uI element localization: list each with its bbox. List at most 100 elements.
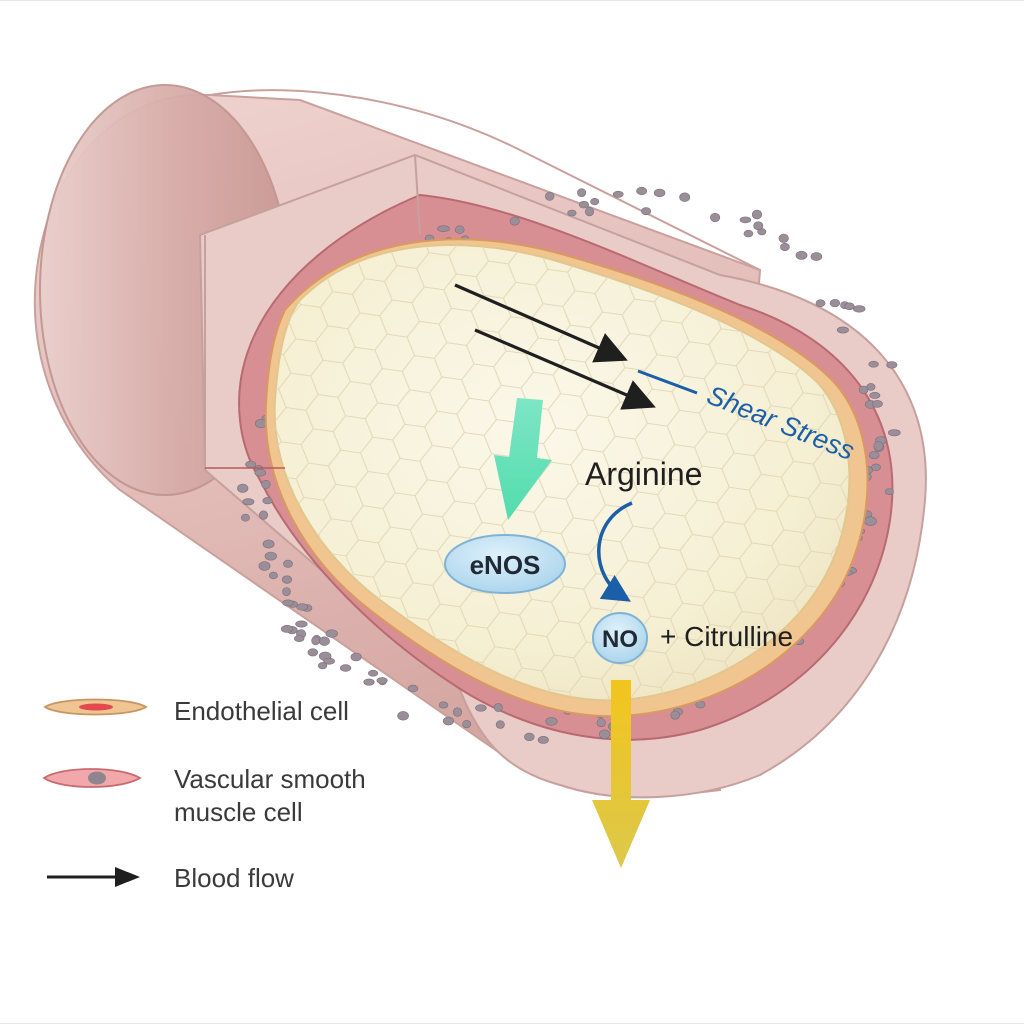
muscle-nucleus: [454, 225, 465, 234]
muscle-nucleus: [363, 678, 375, 686]
muscle-nucleus: [743, 229, 754, 238]
muscle-nucleus: [376, 677, 388, 684]
muscle-nucleus: [475, 704, 487, 712]
blood-flow-arrow-1: [454, 283, 628, 363]
no-diffusion-arrow: [592, 680, 650, 868]
muscle-nucleus: [509, 216, 520, 226]
muscle-nucleus: [462, 720, 472, 729]
legend-item-smooth-muscle: Vascular smooth muscle cell: [42, 764, 366, 827]
muscle-nucleus: [307, 648, 318, 657]
enos-node: eNOS: [444, 534, 566, 594]
muscle-nucleus: [829, 299, 841, 308]
muscle-nucleus: [237, 483, 249, 493]
muscle-nucleus: [437, 225, 450, 232]
muscle-nucleus: [868, 360, 879, 368]
muscle-nucleus: [282, 587, 291, 596]
muscle-nucleus: [598, 729, 611, 740]
muscle-nucleus: [242, 498, 255, 506]
muscle-nucleus: [258, 561, 271, 571]
muscle-nucleus: [636, 186, 648, 196]
muscle-nucleus: [452, 707, 462, 717]
muscle-nucleus: [612, 190, 624, 198]
enos-activation-arrow: [494, 398, 552, 520]
conversion-arrow: [597, 501, 633, 602]
legend-endothelial-text: Endothelial cell: [174, 696, 349, 726]
muscle-nucleus: [858, 385, 869, 394]
vessel-cross-section: [198, 153, 927, 799]
muscle-nucleus: [296, 603, 309, 611]
legend-item-blood-flow: Blood flow: [47, 863, 294, 893]
muscle-nucleus: [407, 684, 419, 693]
no-node: NO: [592, 612, 648, 664]
muscle-nucleus: [311, 636, 320, 646]
muscle-nucleus: [281, 575, 293, 584]
muscle-nucleus: [283, 559, 293, 568]
muscle-nucleus: [268, 571, 278, 580]
muscle-nucleus: [318, 662, 328, 670]
muscle-nucleus: [544, 191, 555, 201]
muscle-nucleus: [836, 326, 849, 334]
muscle-nucleus: [815, 299, 826, 308]
muscle-nucleus: [325, 629, 338, 638]
muscle-nucleus: [887, 429, 901, 437]
muscle-nucleus: [871, 400, 883, 408]
muscle-nucleus: [871, 463, 881, 471]
muscle-nucleus: [537, 736, 549, 744]
legend: Endothelial cell Vascular smooth muscle …: [42, 696, 366, 893]
muscle-nucleus: [524, 732, 535, 742]
muscle-nucleus: [852, 305, 866, 313]
legend-item-endothelial: Endothelial cell: [43, 696, 349, 726]
no-label: NO: [602, 626, 638, 653]
muscle-nucleus: [578, 201, 590, 209]
muscle-nucleus: [590, 198, 600, 206]
muscle-nucleus: [810, 252, 823, 261]
muscle-nucleus: [281, 625, 294, 633]
muscle-nucleus: [886, 361, 898, 369]
muscle-nucleus: [261, 479, 271, 489]
muscle-nucleus: [493, 703, 503, 712]
muscle-nucleus: [584, 207, 594, 217]
muscle-nucleus: [323, 657, 335, 665]
muscle-nucleus: [869, 391, 881, 399]
muscle-nucleus: [545, 717, 558, 726]
muscle-nucleus: [262, 497, 273, 505]
muscle-nucleus: [442, 716, 454, 726]
muscle-nucleus: [795, 250, 808, 260]
muscle-nucleus: [397, 711, 409, 721]
muscle-nucleus: [780, 243, 790, 252]
muscle-nucleus: [245, 460, 257, 469]
muscle-nucleus: [295, 620, 308, 628]
muscle-nucleus: [438, 701, 449, 709]
muscle-nucleus: [751, 209, 763, 220]
muscle-nucleus: [596, 718, 606, 728]
muscle-nucleus: [844, 302, 855, 311]
muscle-nucleus: [868, 451, 880, 460]
arginine-label: Arginine: [585, 456, 702, 492]
legend-blood-flow-text: Blood flow: [174, 863, 294, 893]
muscle-nucleus: [709, 213, 721, 223]
shear-stress-line: [637, 369, 698, 395]
muscle-nucleus: [778, 233, 789, 243]
legend-smooth-muscle-text-1: Vascular smooth: [174, 764, 366, 794]
muscle-nucleus: [679, 192, 691, 202]
muscle-nucleus: [864, 516, 877, 527]
muscle-nucleus: [653, 188, 666, 198]
muscle-nucleus: [753, 221, 764, 231]
blood-flow-arrows: [454, 283, 656, 410]
muscle-nucleus: [340, 664, 352, 672]
muscle-nucleus: [262, 539, 275, 549]
muscle-nucleus: [264, 551, 277, 561]
muscle-nucleus: [739, 216, 752, 224]
muscle-nucleus: [294, 635, 305, 642]
blood-flow-arrow-2: [474, 328, 656, 410]
muscle-nucleus: [318, 636, 330, 646]
muscle-nucleus: [240, 513, 250, 522]
enos-label: eNOS: [470, 550, 541, 580]
muscle-nucleus: [567, 209, 577, 217]
muscle-nucleus: [258, 510, 268, 520]
citrulline-label: + Citrulline: [660, 621, 793, 652]
muscle-nucleus: [884, 488, 894, 495]
muscle-nucleus: [254, 468, 267, 477]
